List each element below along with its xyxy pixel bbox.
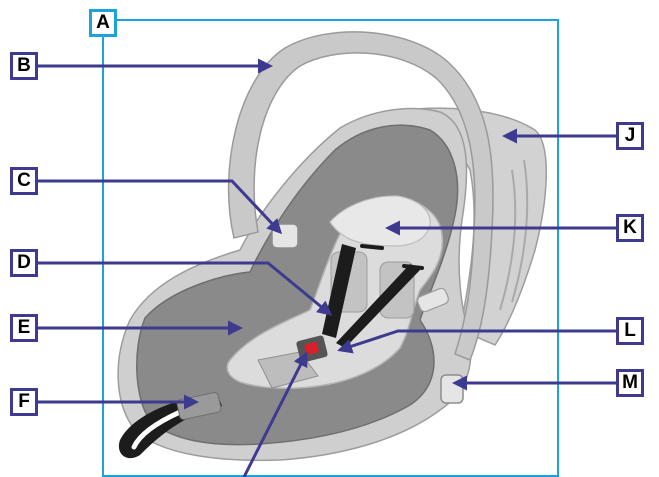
callout-k: K: [616, 214, 644, 242]
callout-d: D: [10, 249, 38, 277]
handle-button-right: [441, 375, 463, 403]
callout-l: L: [616, 317, 644, 345]
harness-slot-left: [362, 246, 382, 248]
callout-m: M: [616, 369, 644, 397]
car-seat-illustration: [118, 32, 546, 460]
callout-a: A: [89, 9, 117, 37]
callout-c: C: [10, 167, 38, 195]
callout-b: B: [10, 52, 38, 80]
callout-f: F: [10, 388, 38, 416]
harness-slot-right: [404, 266, 422, 268]
callout-j: J: [616, 122, 644, 150]
callout-e: E: [10, 314, 38, 342]
